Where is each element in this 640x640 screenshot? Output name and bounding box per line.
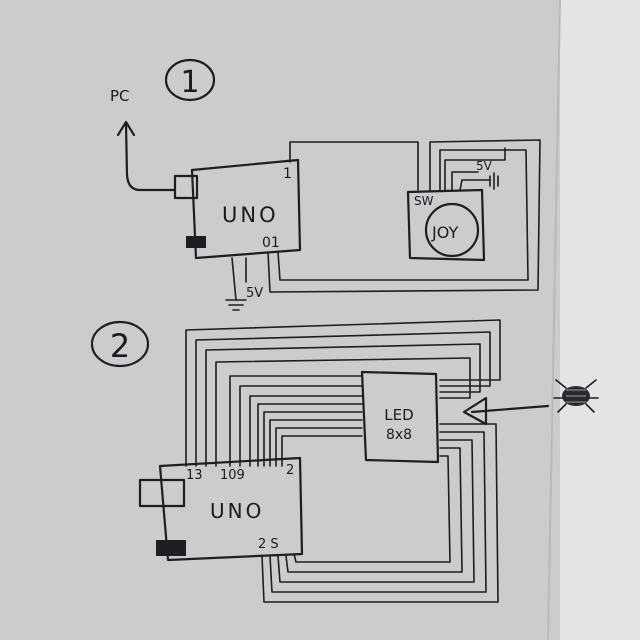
wires-uno-to-led (185, 319, 501, 467)
uno-board-2 (158, 456, 304, 562)
joystick-5v-label: 5V (476, 159, 493, 173)
pins-01-label: 01 (262, 235, 280, 251)
paper-edge (547, 0, 561, 640)
uno-label-1: UNO (222, 203, 279, 227)
circuit-2-number-circle (90, 320, 150, 368)
pins-109-label: 109 (220, 468, 245, 483)
circuit-2-number: 2 (110, 327, 130, 365)
uno-board-1 (190, 158, 302, 260)
joystick-sw-label: SW (414, 194, 434, 208)
circuit-1: 1 PC UNO 1 01 5V (110, 58, 541, 311)
joystick-module: SW JOY 5V (406, 159, 499, 262)
pc-arrow (116, 120, 177, 192)
ground-symbol (225, 257, 247, 311)
led-pointer-arrow (462, 396, 550, 426)
power-jack-2 (156, 540, 186, 556)
pin-13-label: 13 (186, 468, 203, 483)
pin-1-label: 1 (283, 166, 292, 182)
wires-bottom-return (261, 423, 499, 603)
pins-2s-label: 2 S (258, 537, 279, 552)
circuit-1-number-circle (164, 58, 216, 102)
led-matrix-label-line2: 8x8 (386, 427, 412, 443)
wires-circuit-1 (267, 139, 541, 293)
supply-5v-label: 5V (246, 286, 263, 301)
pc-label: PC (110, 87, 130, 105)
circuit-2: 2 LED 8x8 13 109 2 UNO 2 (90, 319, 599, 603)
paper-fold-right (560, 0, 640, 640)
battery-symbol (489, 172, 499, 190)
circuit-1-number: 1 (180, 65, 199, 100)
uno-label-2: UNO (210, 499, 264, 523)
led-matrix-label-line1: LED (384, 406, 413, 424)
joystick-label: JOY (431, 223, 458, 242)
led-matrix: LED 8x8 (360, 370, 440, 464)
usb-port (173, 174, 199, 200)
pin-2-top-label: 2 (286, 463, 294, 478)
bug-doodle (553, 379, 599, 413)
usb-port-2 (138, 478, 186, 508)
